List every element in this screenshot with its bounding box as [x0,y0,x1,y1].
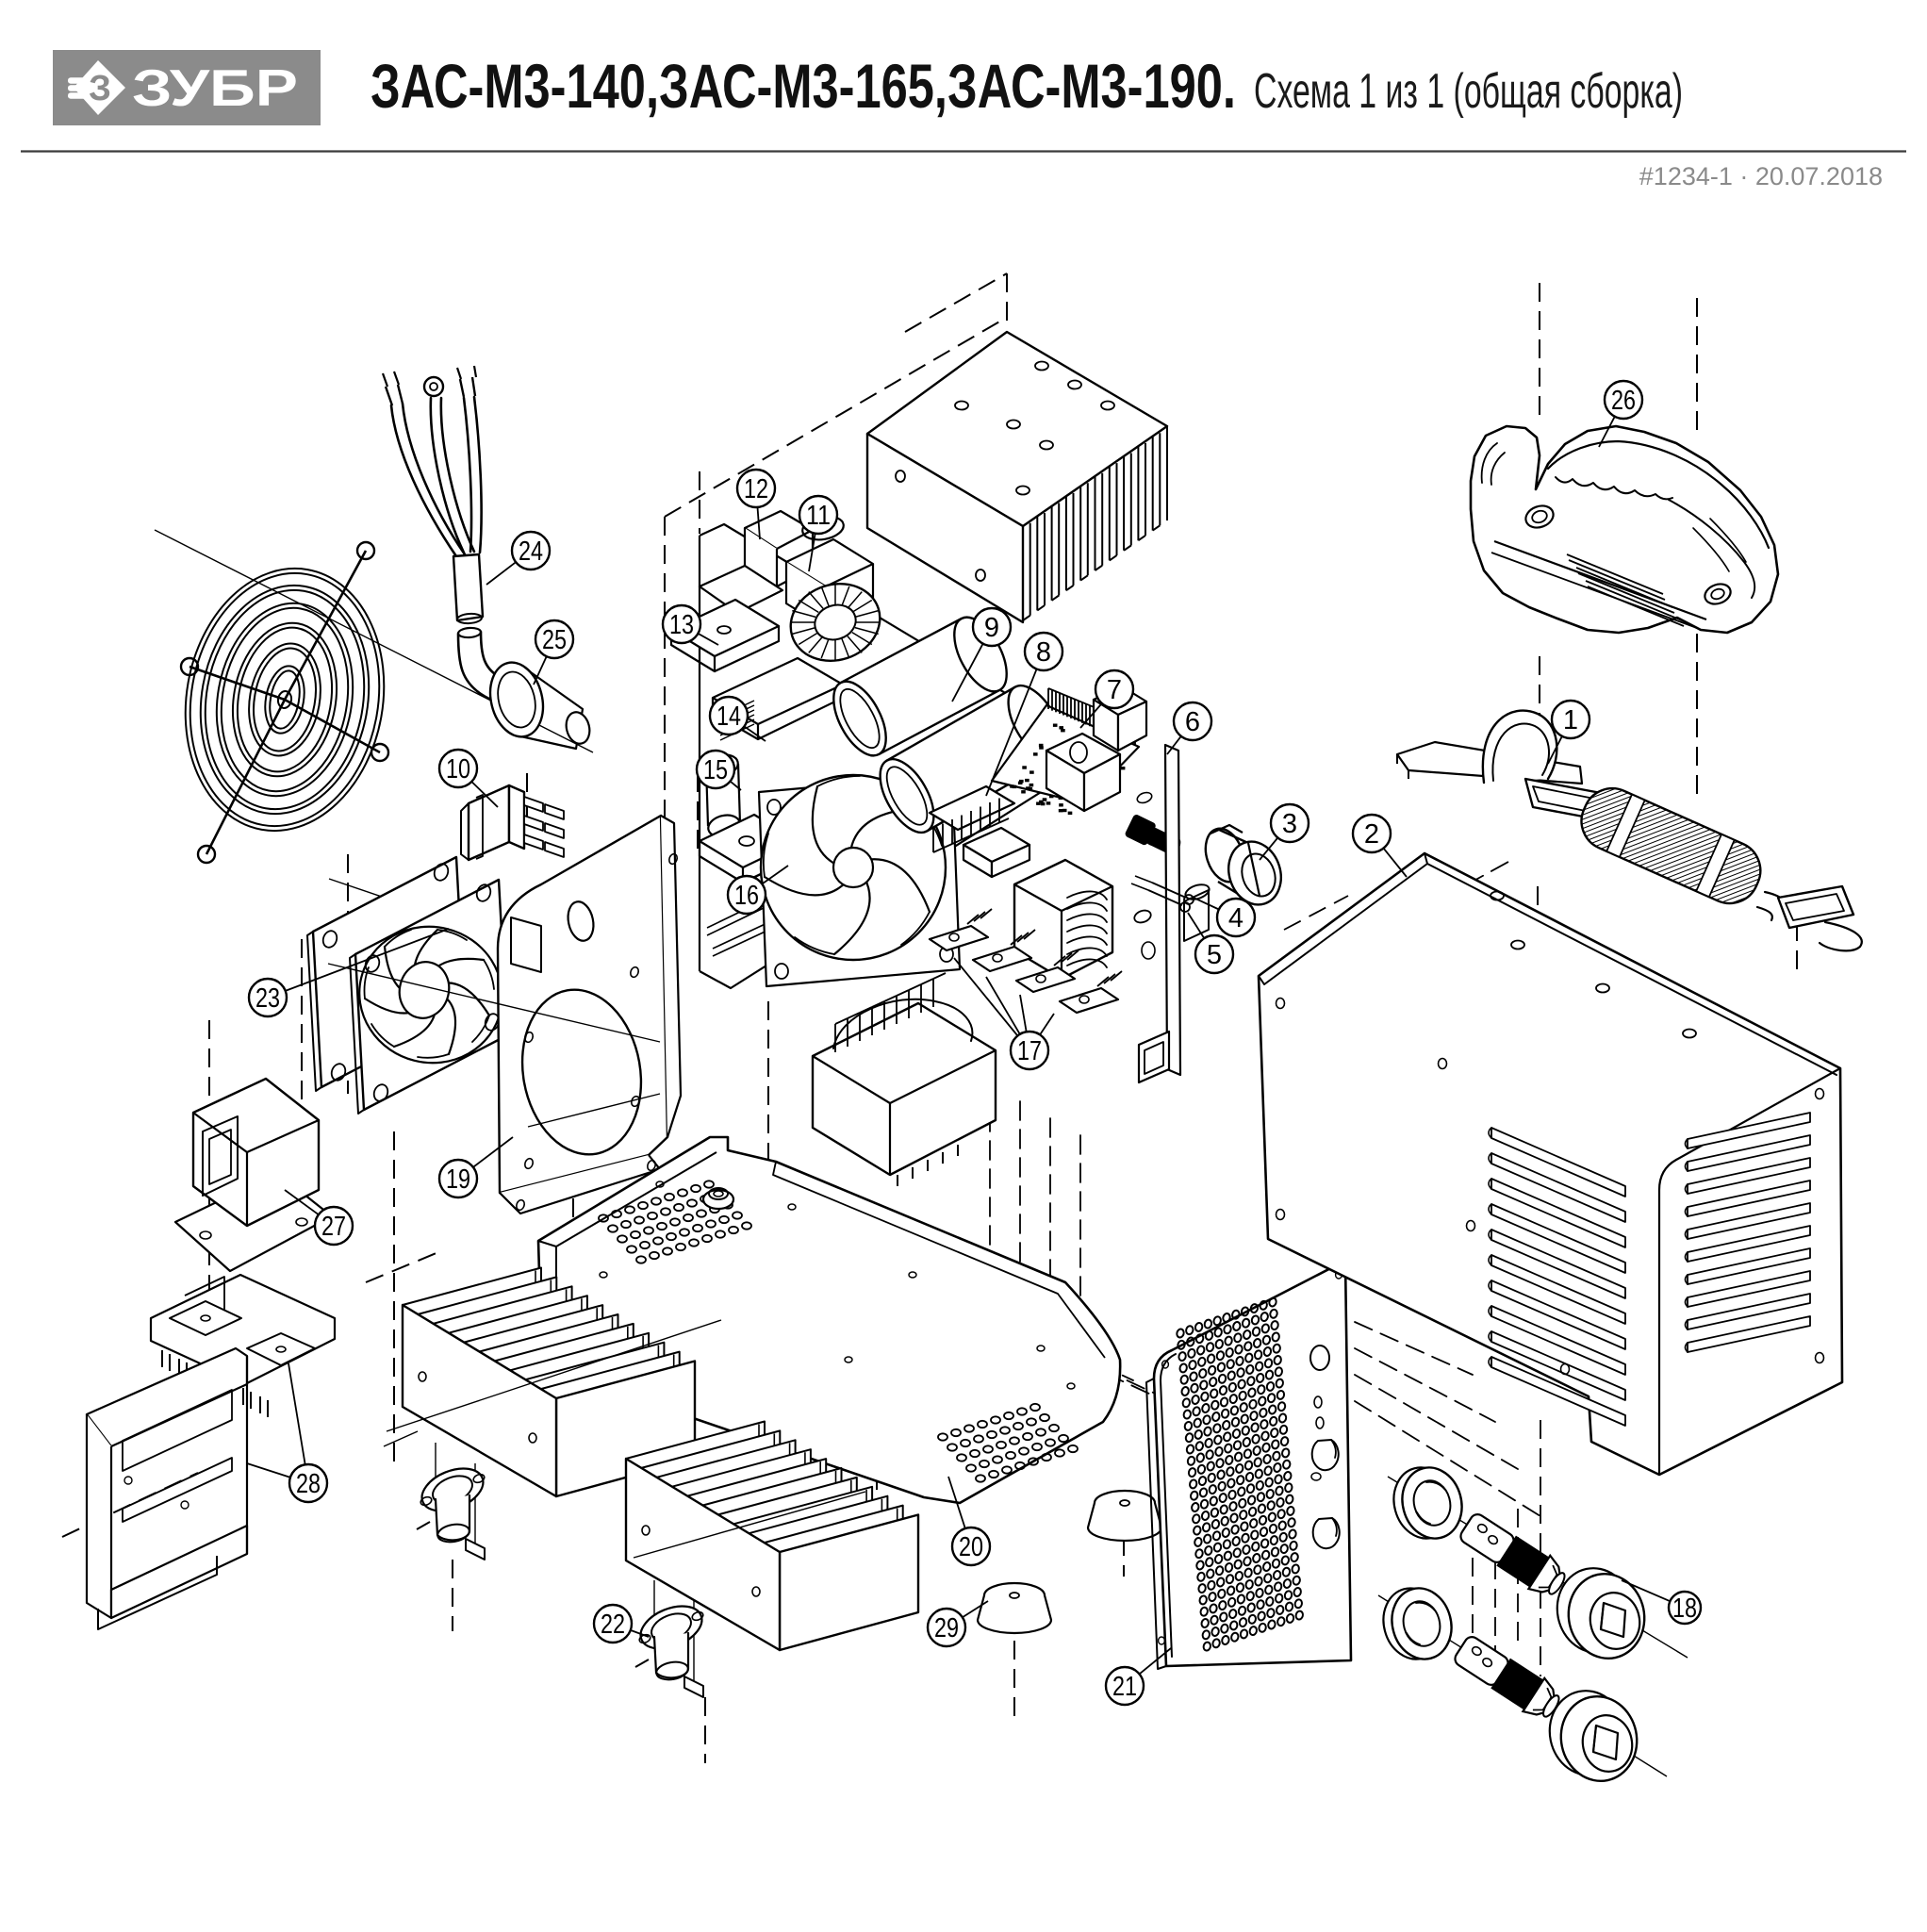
svg-text:4: 4 [1228,903,1243,933]
svg-text:17: 17 [1017,1036,1042,1066]
svg-text:9: 9 [984,613,999,643]
svg-text:13: 13 [669,610,694,640]
svg-text:24: 24 [519,537,543,567]
svg-text:28: 28 [296,1469,321,1499]
svg-text:10: 10 [446,754,470,784]
svg-text:23: 23 [255,983,280,1014]
svg-text:5: 5 [1207,940,1222,970]
svg-text:6: 6 [1185,707,1200,737]
svg-text:25: 25 [542,625,567,655]
svg-text:18: 18 [1672,1593,1697,1624]
svg-text:3: 3 [1282,809,1297,839]
svg-text:8: 8 [1036,637,1051,668]
svg-text:22: 22 [601,1610,625,1640]
svg-text:27: 27 [321,1212,346,1242]
svg-text:1: 1 [1563,705,1578,735]
svg-text:12: 12 [744,474,768,504]
svg-text:ЗАС-М3-140,ЗАС-М3-165,ЗАС-М3-1: ЗАС-М3-140,ЗАС-М3-165,ЗАС-М3-190. [371,51,1236,121]
svg-text:20: 20 [959,1532,983,1562]
svg-text:15: 15 [703,755,728,785]
svg-text:21: 21 [1112,1672,1137,1702]
svg-text:11: 11 [806,501,831,531]
svg-text:29: 29 [934,1613,959,1643]
svg-text:#1234-1 · 20.07.2018: #1234-1 · 20.07.2018 [1639,162,1883,190]
svg-text:7: 7 [1107,675,1122,705]
svg-text:З: З [89,69,111,108]
svg-text:ЗУБР: ЗУБР [132,58,298,117]
svg-text:19: 19 [446,1164,470,1195]
svg-text:Схема 1 из 1 (общая сборка): Схема 1 из 1 (общая сборка) [1254,64,1683,119]
svg-text:2: 2 [1364,819,1379,850]
svg-text:14: 14 [716,702,741,732]
svg-text:16: 16 [734,881,759,911]
svg-text:26: 26 [1611,386,1636,416]
